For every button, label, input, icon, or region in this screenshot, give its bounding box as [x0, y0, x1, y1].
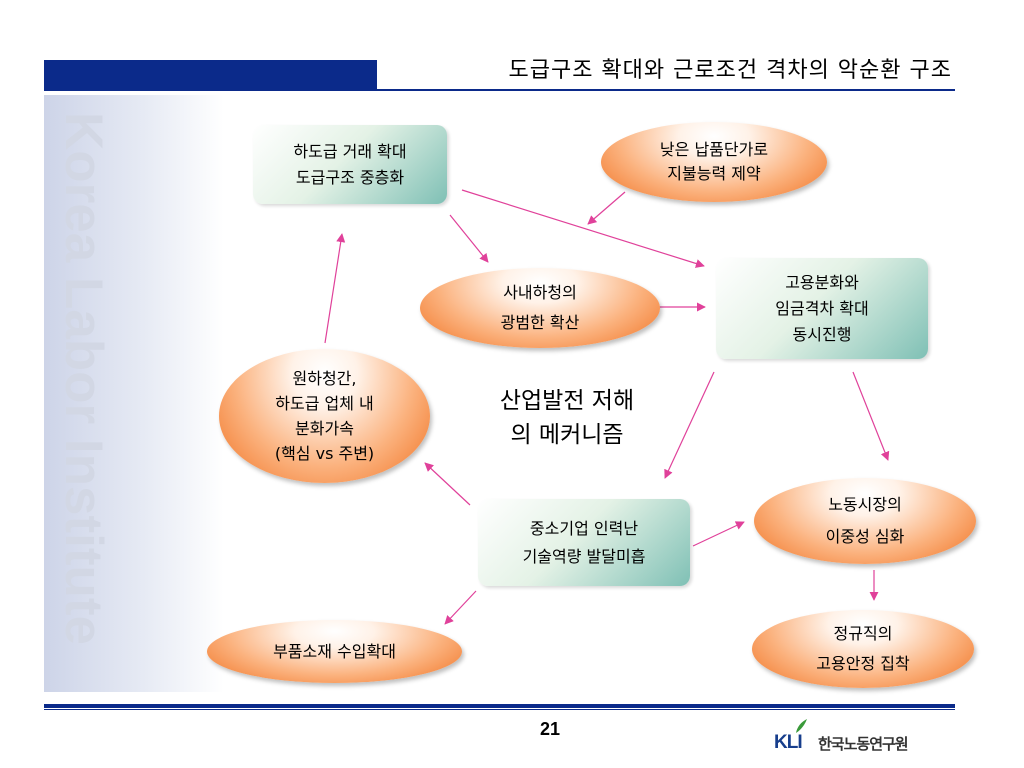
slide-title: 도급구조 확대와 근로조건 격차의 악순환 구조 — [508, 58, 952, 83]
arrow-sme-to-differentiation — [424, 462, 471, 506]
node-text: 사내하청의 — [503, 283, 577, 302]
logo-name: 한국노동연구원 — [818, 735, 909, 753]
footer-rule — [44, 704, 955, 708]
node-text: 분화가속 — [295, 419, 354, 438]
node-text: 낮은 납품단가로 — [659, 140, 769, 159]
node-text: (핵심 vs 주변) — [274, 444, 375, 463]
node-text: 이중성 심화 — [825, 527, 905, 546]
kli-logo: KLI 한국노동연구원 — [774, 718, 964, 754]
arrow-subcontract-to-employment-gap — [461, 189, 705, 268]
center-label: 산업발전 저해 의 메커니즘 — [462, 384, 672, 452]
node-text: 부품소재 수입확대 — [273, 641, 396, 661]
logo-mark: KLI — [774, 732, 803, 753]
center-label-line: 산업발전 저해 — [499, 388, 635, 414]
footer-rule-thin — [44, 709, 955, 710]
arrow-sme-to-dual-market — [692, 521, 745, 547]
header-bar — [44, 60, 377, 91]
arrow-employment-gap-to-dual-market — [852, 371, 890, 461]
node-dual-labor-market: 노동시장의 이중성 심화 — [754, 478, 976, 564]
arrow-subcontract-to-in-house — [449, 214, 489, 263]
arrow-employment-gap-to-sme — [664, 371, 715, 479]
node-text: 임금격차 확대 — [775, 298, 869, 318]
page-number: 21 — [539, 719, 561, 739]
node-text: 도급구조 중층화 — [295, 167, 405, 187]
node-text: 지불능력 제약 — [667, 164, 761, 183]
node-regular-job-security: 정규직의 고용안정 집착 — [752, 610, 974, 688]
side-band — [44, 95, 224, 692]
node-text: 하도급 거래 확대 — [293, 141, 407, 161]
node-text: 동시진행 — [792, 324, 852, 344]
arrow-sme-to-parts-import — [444, 590, 477, 625]
node-text: 고용안정 집착 — [816, 654, 910, 673]
node-employment-gap: 고용분화와 임금격차 확대 동시진행 — [716, 258, 928, 359]
node-text: 정규직의 — [833, 624, 893, 643]
watermark: Korea Labor Institute — [54, 112, 114, 687]
node-text: 노동시장의 — [828, 495, 902, 514]
watermark-text: Korea Labor Institute — [54, 112, 113, 645]
arrow-differentiation-to-subcontract — [324, 233, 346, 344]
node-parts-import: 부품소재 수입확대 — [207, 620, 462, 683]
node-text: 기술역량 발달미흡 — [522, 546, 646, 566]
node-text: 고용분화와 — [785, 272, 859, 292]
node-text: 원하청간, — [292, 369, 357, 388]
center-label-line: 의 메커니즘 — [510, 422, 624, 448]
node-in-house-subcontract: 사내하청의 광범한 확산 — [420, 268, 660, 348]
node-differentiation: 원하청간, 하도급 업체 내 분화가속 (핵심 vs 주변) — [219, 349, 430, 483]
node-subcontract-expansion: 하도급 거래 확대 도급구조 중층화 — [253, 125, 447, 204]
leaf-icon — [796, 719, 807, 733]
node-low-price: 낮은 납품단가로 지불능력 제약 — [601, 122, 827, 202]
arrow-low-price-to-subcontract — [587, 191, 626, 225]
node-sme-shortage: 중소기업 인력난 기술역량 발달미흡 — [478, 499, 690, 586]
node-text: 중소기업 인력난 — [529, 518, 639, 538]
header-rule — [377, 89, 955, 91]
node-text: 광범한 확산 — [500, 313, 580, 332]
node-text: 하도급 업체 내 — [275, 394, 374, 413]
